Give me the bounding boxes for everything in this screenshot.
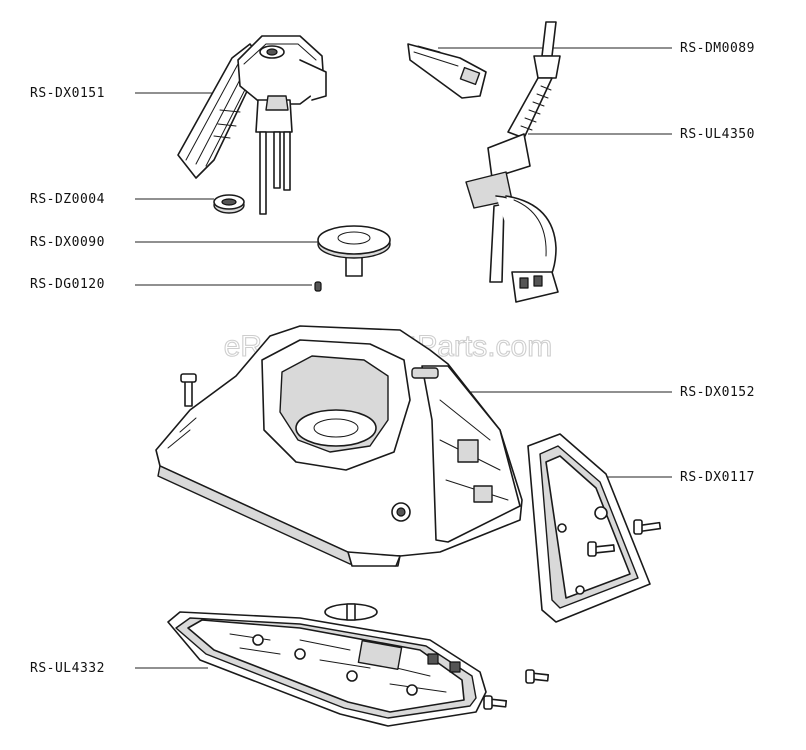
part-label-rs-dx0152: RS-DX0152 [680, 385, 755, 400]
part-label-rs-dx0090: RS-DX0090 [30, 235, 105, 250]
callout-rs-dx0152[interactable]: RS-DX0152 [448, 385, 755, 400]
callout-rs-ul4332[interactable]: RS-UL4332 [30, 661, 208, 676]
part-label-rs-dx0151: RS-DX0151 [30, 86, 105, 101]
callout-rs-ul4350[interactable]: RS-UL4350 [528, 127, 755, 142]
part-label-rs-dm0089: RS-DM0089 [680, 41, 755, 56]
part-ring-seal[interactable] [213, 194, 245, 214]
part-label-rs-ul4332: RS-UL4332 [30, 661, 105, 676]
part-small-pin[interactable] [314, 281, 322, 292]
part-label-rs-dx0117: RS-DX0117 [680, 470, 755, 485]
part-control-assembly[interactable] [177, 35, 327, 215]
part-rear-cover[interactable] [527, 433, 662, 623]
callout-rs-dx0090[interactable]: RS-DX0090 [30, 235, 320, 250]
callout-rs-dx0117[interactable]: RS-DX0117 [602, 470, 755, 485]
callout-rs-dm0089[interactable]: RS-DM0089 [438, 41, 755, 56]
callout-rs-dg0120[interactable]: RS-DG0120 [30, 277, 312, 292]
part-label-rs-dz0004: RS-DZ0004 [30, 192, 105, 207]
part-label-rs-dg0120: RS-DG0120 [30, 277, 105, 292]
part-iron-body-housing[interactable] [155, 325, 523, 567]
part-connector-plug[interactable] [407, 43, 487, 99]
callout-rs-dx0151[interactable]: RS-DX0151 [30, 86, 222, 101]
part-power-cord-assembly[interactable] [465, 21, 561, 303]
part-thermostat-knob[interactable] [317, 225, 391, 277]
callout-rs-dz0004[interactable]: RS-DZ0004 [30, 192, 214, 207]
part-soleplate-assembly[interactable] [167, 603, 550, 727]
part-label-rs-ul4350: RS-UL4350 [680, 127, 755, 142]
